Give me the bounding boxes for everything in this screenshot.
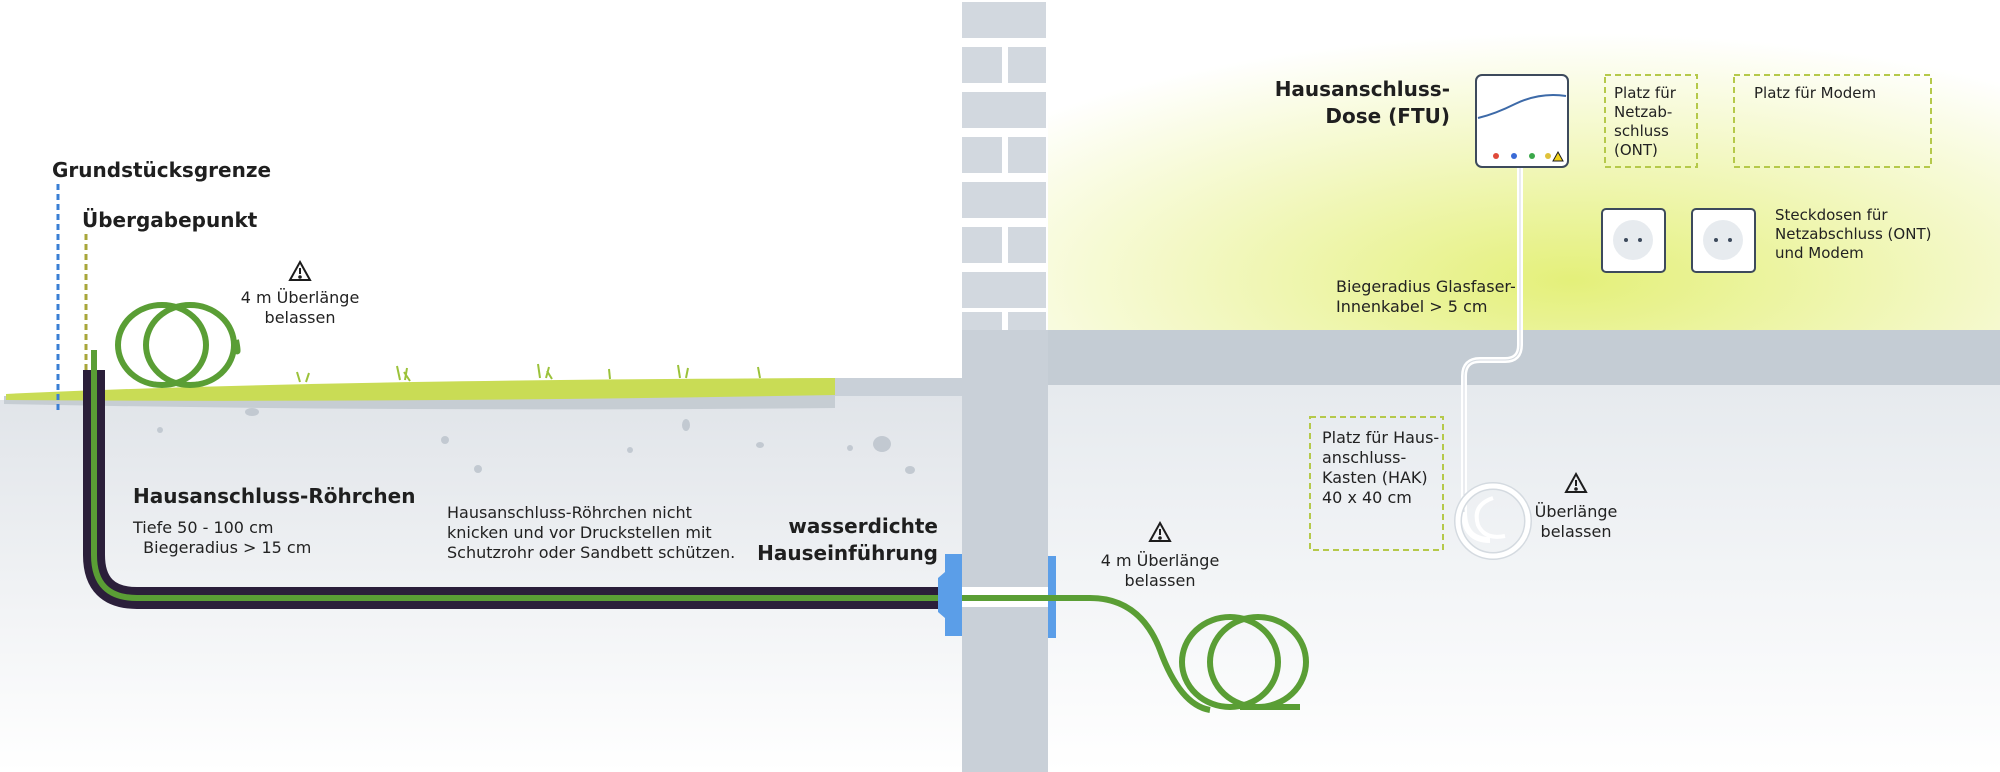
- soil: [0, 378, 962, 772]
- excess-inside-label: Überlänge belassen: [1534, 502, 1618, 541]
- fiber-in-conduit: [91, 370, 962, 601]
- warning-icon: [1148, 520, 1172, 542]
- conduit-title: Hausanschluss-Röhrchen: [133, 484, 416, 508]
- grass-blades: [296, 363, 761, 383]
- excess-basement-label: 4 m Überlänge belassen: [1100, 551, 1220, 590]
- outdoor-fiber-coil: [91, 302, 241, 388]
- sockets-label: Steckdosen für Netzabschluss (ONT) und M…: [1775, 206, 1932, 262]
- warning-icon: [288, 259, 312, 281]
- hak-box-label: Platz für Haus- anschluss- Kasten (HAK) …: [1322, 428, 1440, 507]
- ftu-title: Hausanschluss- Dose (FTU): [1274, 77, 1450, 128]
- bricks: [962, 2, 1046, 330]
- power-socket-icon: [1601, 208, 1666, 273]
- property-boundary-label: Grundstücksgrenze: [52, 158, 272, 182]
- conduit-note: Hausanschluss-Röhrchen nicht knicken und…: [447, 503, 736, 562]
- ont-box-label: Platz für Netzab- schluss (ONT): [1614, 84, 1676, 159]
- modem-box-label: Platz für Modem: [1754, 84, 1877, 102]
- warning-icon: [1564, 471, 1588, 493]
- excess-outside-label: 4 m Überlänge belassen: [240, 288, 360, 327]
- modem-placeholder-box: [1733, 74, 1932, 168]
- conduit-specs: Tiefe 50 - 100 cm Biegeradius > 15 cm: [133, 518, 312, 557]
- foundation-step: [835, 378, 962, 396]
- indoor-cable-coil: [1454, 482, 1532, 560]
- bend-radius-indoor-label: Biegeradius Glasfaser- Innenkabel > 5 cm: [1336, 277, 1516, 316]
- power-socket-icon: [1691, 208, 1756, 273]
- wall-entry-flange-outer: [938, 554, 962, 636]
- fiber-through-wall: [962, 595, 1211, 713]
- ftu-device-icon: [1475, 74, 1569, 168]
- basement-fiber-coil: [1179, 614, 1309, 710]
- ont-placeholder-box: [1604, 74, 1698, 168]
- hak-placeholder-box: [1309, 416, 1444, 551]
- foundation-wall: [962, 330, 1048, 772]
- wall-entry-title: wasserdichte Hauseinführung: [757, 514, 938, 565]
- grass-strip: [6, 378, 835, 401]
- indoor-fiber-cable-outline: [1463, 165, 1521, 512]
- pebbles: [157, 408, 915, 474]
- handover-point-label: Übergabepunkt: [82, 208, 258, 232]
